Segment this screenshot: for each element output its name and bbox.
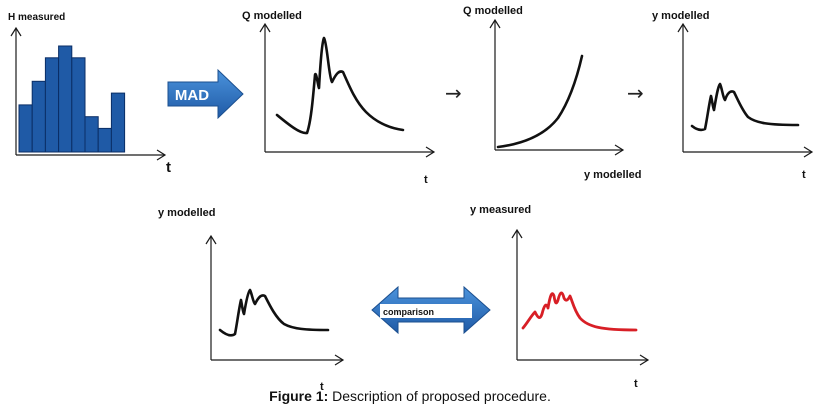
histogram-bar (31, 80, 46, 153)
histogram-xlabel: t (166, 159, 171, 176)
connector-arrow-1: → (445, 81, 462, 105)
histogram-bars (18, 45, 126, 153)
y-measured-curve (521, 291, 638, 332)
q-time-xlabel: t (424, 174, 428, 186)
y-time-xlabel: t (802, 169, 806, 181)
histogram-bar (71, 57, 86, 153)
q-time-axes (259, 22, 436, 158)
q-time-panel: Q modelled t (242, 10, 436, 186)
y-modelled-bottom-xlabel: t (320, 381, 324, 393)
comparison-arrow: comparison (371, 285, 491, 335)
y-modelled-bottom-panel: y modelled t (158, 207, 345, 393)
q-time-ylabel: Q modelled (242, 10, 302, 22)
comparison-label: comparison (383, 307, 434, 317)
histogram-bar (44, 57, 60, 153)
y-time-axes (677, 22, 814, 158)
connector-arrow-2: → (627, 81, 644, 105)
mad-arrow: MAD (167, 68, 244, 120)
histogram-bar (84, 116, 99, 153)
y-hydrograph-curve (690, 82, 800, 132)
y-measured-ylabel: y measured (470, 204, 531, 216)
rating-axes (489, 18, 625, 156)
comparison-label-box (380, 304, 472, 318)
q-hydrograph-curve (275, 36, 405, 135)
rating-curve (496, 54, 584, 149)
y-modelled-bottom-axes (205, 234, 345, 366)
caption-text: Description of proposed procedure. (328, 388, 551, 404)
rating-curve-panel: Q modelled y modelled (463, 5, 641, 181)
histogram-axes (10, 26, 167, 161)
histogram-ylabel: H measured (8, 12, 65, 23)
y-time-panel: y modelled t (652, 10, 814, 181)
histogram-bar (110, 92, 126, 153)
histogram-bar (58, 45, 73, 153)
y-time-ylabel: y modelled (652, 10, 709, 22)
rating-ylabel: Q modelled (463, 5, 523, 17)
histogram-panel: H measured t (8, 12, 171, 176)
figure-caption: Figure 1: Description of proposed proced… (0, 388, 820, 404)
y-measured-panel: y measured t (470, 204, 650, 390)
caption-figure-number: Figure 1: (269, 388, 329, 404)
histogram-bar (97, 127, 112, 153)
y-modelled-bottom-curve (218, 288, 330, 337)
y-measured-xlabel: t (634, 378, 638, 390)
y-measured-axes (511, 228, 650, 366)
histogram-bar (18, 104, 33, 153)
y-modelled-bottom-ylabel: y modelled (158, 207, 215, 219)
rating-xlabel: y modelled (584, 169, 641, 181)
mad-label: MAD (175, 87, 209, 104)
